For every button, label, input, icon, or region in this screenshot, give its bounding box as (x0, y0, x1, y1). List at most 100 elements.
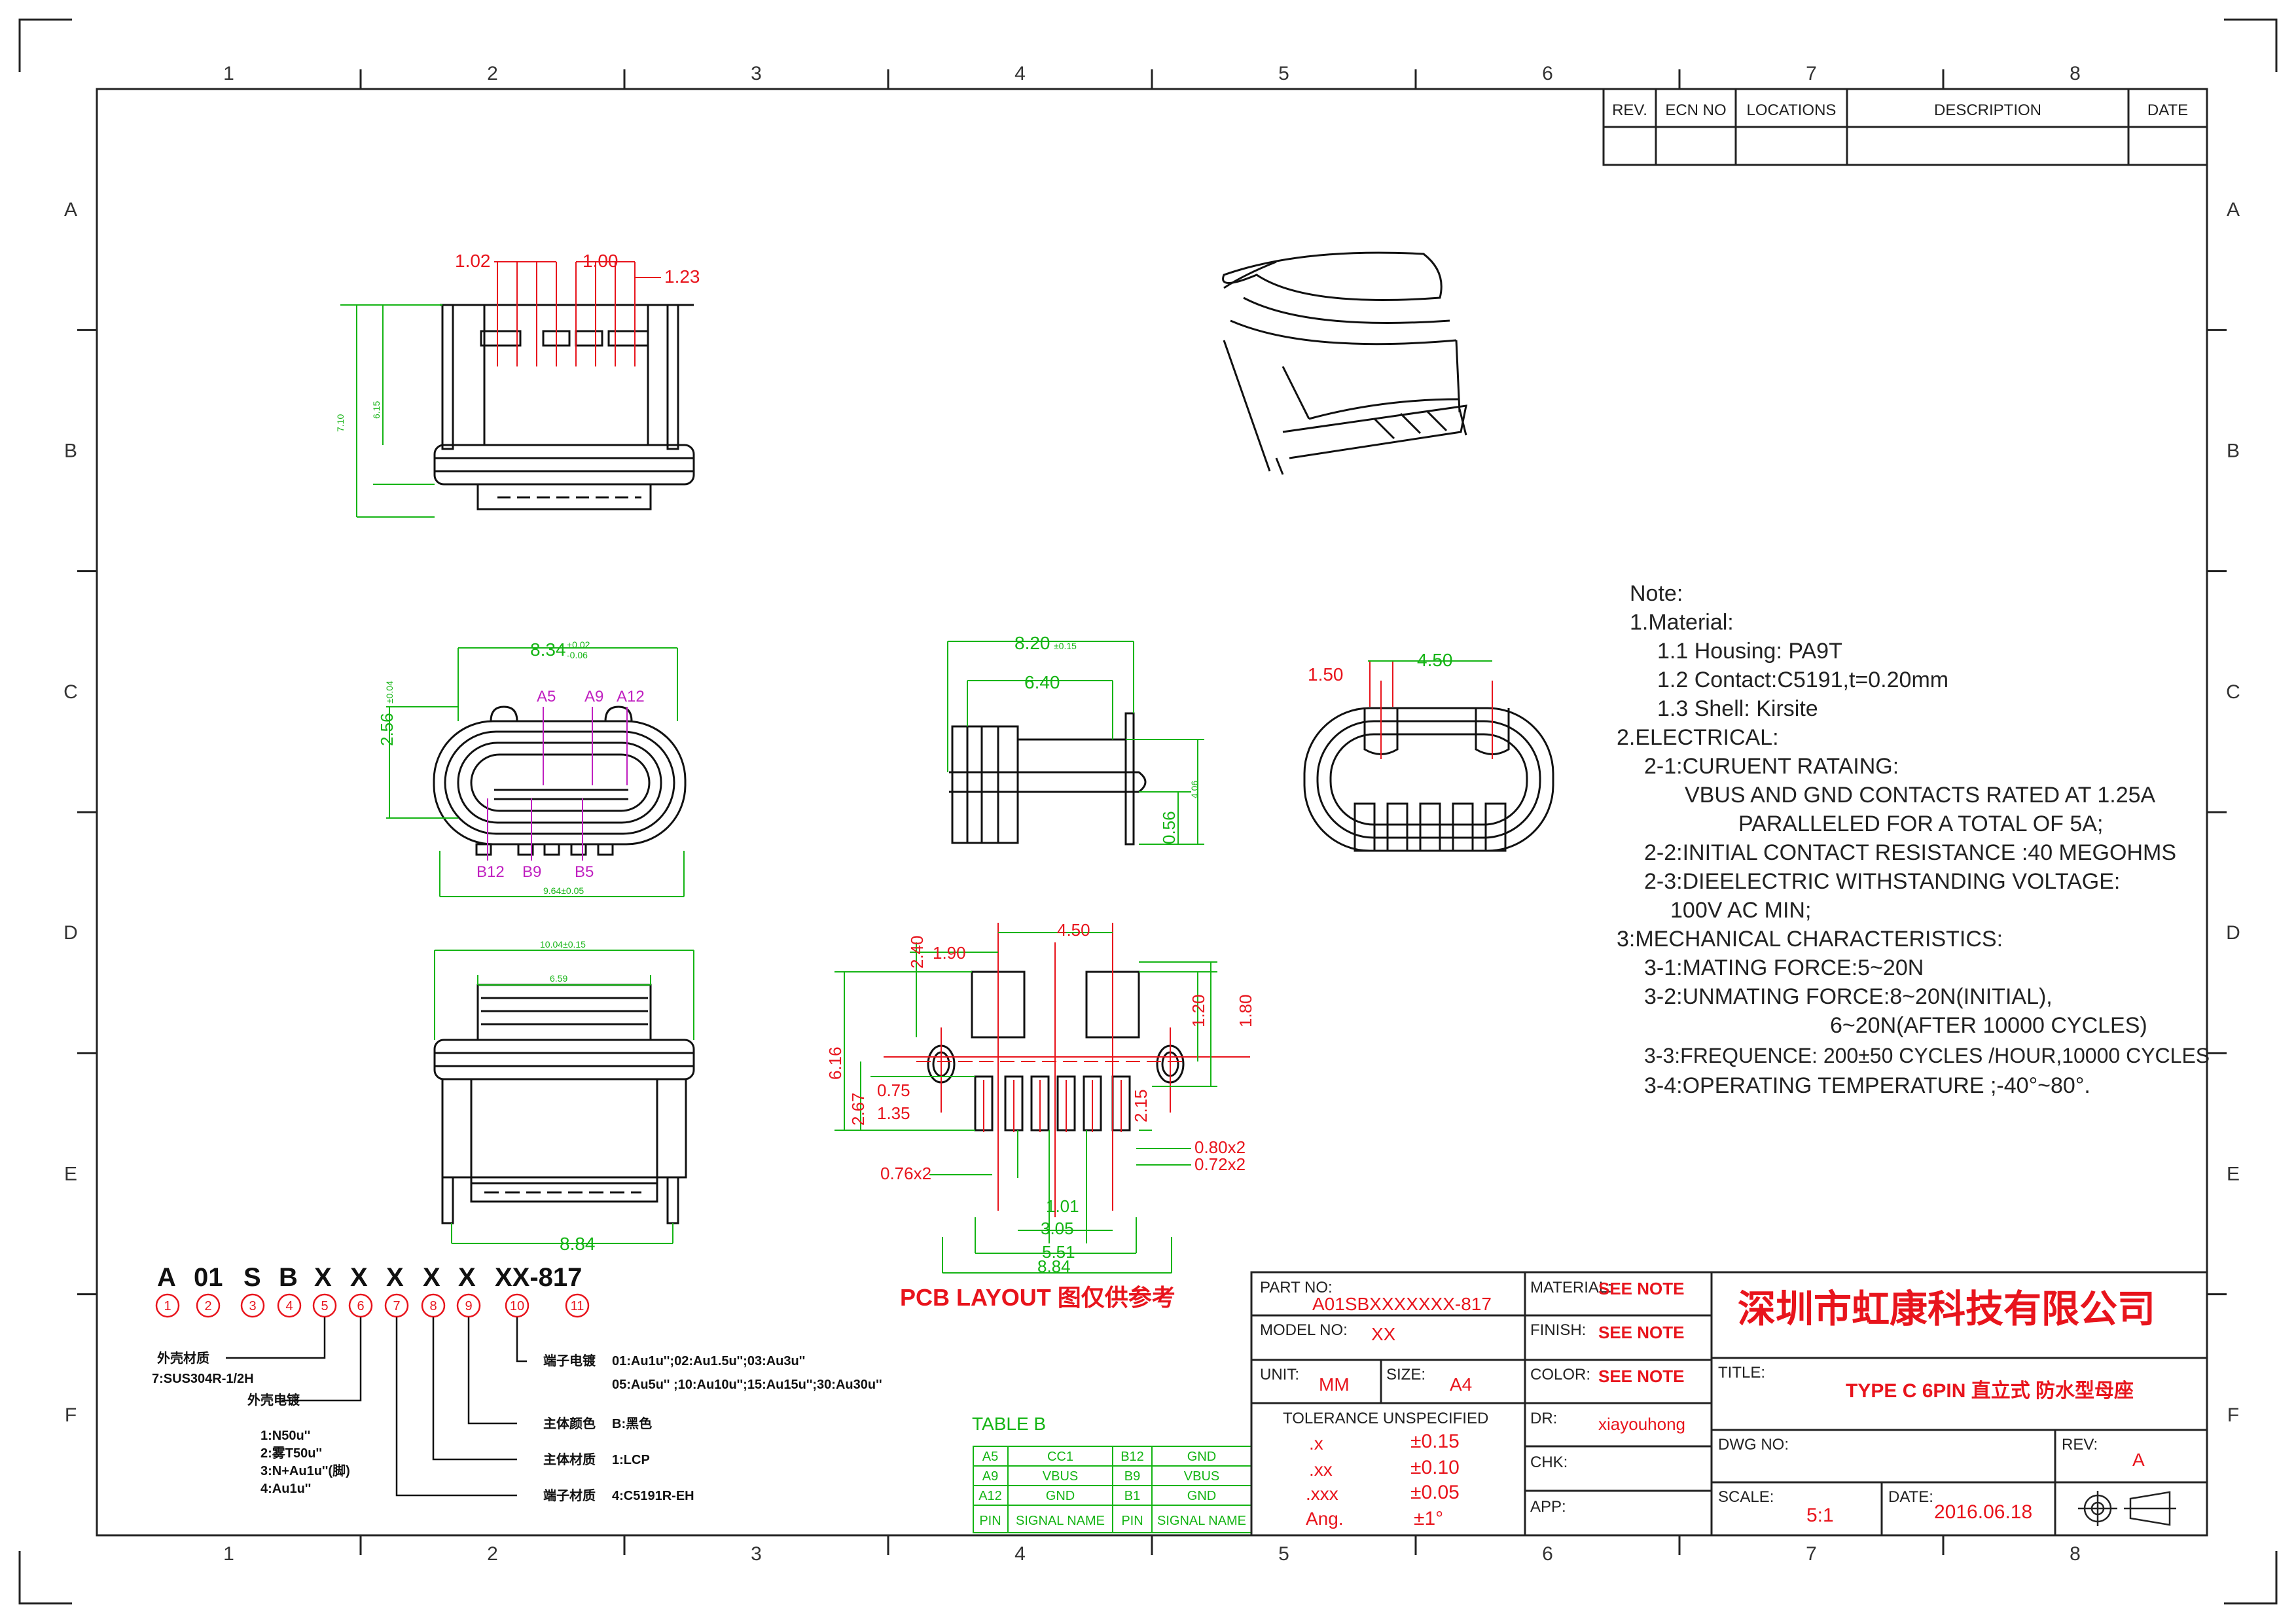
grid-ticks (77, 69, 2227, 1555)
code-char-5: X (314, 1263, 332, 1292)
size-value: A4 (1450, 1374, 1472, 1395)
dim-front-bottom: 9.64±0.05 (543, 885, 584, 896)
pin-label-b12: B12 (476, 863, 505, 881)
table-b-cell: A12 (978, 1489, 1002, 1503)
dim-bottom-width: 10.04±0.15 (540, 939, 586, 950)
note-line: 1.Material: (1630, 610, 1734, 635)
notes: Note: 1.Material: 1.1 Housing: PA9T 1.2 … (1617, 581, 2210, 1098)
dim-side-4: 4.06 (1189, 781, 1200, 798)
code-char-1: A (157, 1263, 176, 1292)
dim-front-tol-plus: +0.02 (567, 639, 590, 650)
legend-terminal-plating-2: 05:Au5u'' ;10:Au10u'';15:Au15u'';30:Au30… (612, 1378, 882, 1392)
code-circle-6: 6 (357, 1299, 364, 1313)
legend-terminal-plating-label: 端子电镀 (543, 1353, 596, 1368)
grid-col-label-bottom: 3 (751, 1543, 762, 1565)
legend-shell-plating-label: 外壳电镀 (247, 1392, 300, 1408)
grid-row-label-right: F (2227, 1404, 2239, 1426)
tolerance-key-3: .xxx (1306, 1484, 1338, 1504)
code-circle-2: 2 (204, 1299, 211, 1313)
code-circle-11: 11 (571, 1299, 584, 1313)
tolerance-val-3: ±0.05 (1410, 1482, 1460, 1503)
legend-body-color-label: 主体颜色 (543, 1416, 596, 1431)
tolerance-label: TOLERANCE UNSPECIFIED (1283, 1410, 1488, 1427)
table-b-title: TABLE B (972, 1414, 1046, 1434)
code-char-2: 01 (194, 1263, 223, 1292)
dim-front-width: 8.34 (530, 639, 566, 660)
note-line: 3-1:MATING FORCE:5~20N (1644, 955, 1924, 980)
table-b-cell: GND (1046, 1489, 1075, 1503)
rear-view: 1.50 4.50 (1303, 650, 1554, 852)
dim-top-body: 6.15 (371, 401, 382, 419)
dim-top-3: 1.23 (664, 266, 700, 287)
note-line: VBUS AND GND CONTACTS RATED AT 1.25A (1685, 783, 2156, 808)
dim-pcb-1-35: 1.35 (877, 1103, 910, 1123)
note-line: 1.1 Housing: PA9T (1657, 639, 1842, 664)
note-line: 100V AC MIN; (1670, 898, 1811, 923)
scale-label: SCALE: (1718, 1488, 1774, 1506)
grid-col-label-bottom: 4 (1014, 1543, 1026, 1565)
rev-header-rev: REV. (1612, 101, 1647, 119)
dim-pcb-1-80: 1.80 (1236, 994, 1255, 1027)
dr-label: DR: (1530, 1410, 1557, 1427)
bottom-view: 10.04±0.15 6.59 8.84 (433, 939, 695, 1254)
grid-col-label-bottom: 2 (487, 1543, 498, 1565)
date-label: DATE: (1888, 1488, 1933, 1506)
rev-value: A (2132, 1450, 2145, 1470)
finish-label: FINISH: (1530, 1321, 1586, 1339)
scale-value: 5:1 (1806, 1505, 1834, 1526)
title-label: TITLE: (1718, 1364, 1765, 1382)
color-label: COLOR: (1530, 1366, 1590, 1383)
dwg-no-label: DWG NO: (1718, 1436, 1789, 1454)
grid-col-label-top: 3 (751, 63, 762, 84)
dim-pcb-3-05: 3.05 (1041, 1219, 1074, 1238)
legend-shell-plating-1: 1:N50u'' (260, 1429, 310, 1443)
dim-side-2: 6.40 (1024, 672, 1060, 692)
note-line: 2-1:CURUENT RATAING: (1644, 754, 1899, 779)
pin-label-a9: A9 (584, 688, 603, 705)
note-line: 3-3:FREQUENCE: 200±50 CYCLES /HOUR,10000… (1644, 1044, 2210, 1067)
rev-header-description: DESCRIPTION (1934, 101, 2041, 119)
projection-symbol (2078, 1491, 2176, 1526)
note-line: 3-2:UNMATING FORCE:8~20N(INITIAL), (1644, 984, 2053, 1009)
grid-col-label-bottom: 1 (223, 1543, 234, 1565)
dim-rear-2: 4.50 (1417, 650, 1453, 670)
part-no-label: PART NO: (1260, 1279, 1333, 1296)
dim-top-1: 1.02 (455, 251, 491, 271)
legend-shell-material-label: 外壳材质 (157, 1350, 209, 1366)
legend-body-color-value: B:黑色 (612, 1416, 652, 1431)
rev-label: REV: (2062, 1436, 2098, 1454)
grid-col-label-top: 1 (223, 63, 234, 84)
note-line: PARALLELED FOR A TOTAL OF 5A; (1738, 812, 2103, 836)
grid-row-label-right: B (2227, 440, 2240, 462)
table-b-footer: PIN (1121, 1514, 1143, 1528)
legend-terminal-plating-1: 01:Au1u'';02:Au1.5u'';03:Au3u'' (612, 1354, 805, 1368)
dr-value: xiayouhong (1598, 1414, 1685, 1434)
dim-pcb-2-67: 2.67 (848, 1092, 868, 1126)
table-b-cell: CC1 (1047, 1450, 1073, 1464)
company-name: 深圳市虹康科技有限公司 (1738, 1288, 2155, 1330)
legend-body-material-value: 1:LCP (612, 1453, 650, 1467)
top-view: 1.02 1.00 1.23 7.10 6.15 (335, 251, 700, 518)
dim-side-3: 0.56 (1159, 811, 1179, 844)
legend-terminal-material-label: 端子材质 (543, 1488, 596, 1503)
legend-terminal-material-value: 4:C5191R-EH (612, 1489, 694, 1503)
table-b-cell: B12 (1121, 1450, 1144, 1464)
table-b-cell: A9 (982, 1469, 998, 1484)
table-b-cell: B9 (1124, 1469, 1140, 1484)
rev-header-locations: LOCATIONS (1747, 101, 1837, 119)
code-char-7: X (386, 1263, 404, 1292)
dim-front-height-tol: ±0.04 (384, 681, 395, 704)
code-char-9: X (458, 1263, 476, 1292)
grid-col-label-top: 5 (1278, 63, 1289, 84)
finish-value: SEE NOTE (1598, 1323, 1684, 1342)
size-label: SIZE: (1386, 1366, 1426, 1383)
dim-pcb-5-51: 5.51 (1042, 1242, 1075, 1262)
table-b-cell: VBUS (1184, 1469, 1219, 1484)
code-circle-5: 5 (321, 1299, 328, 1313)
dim-top-height: 7.10 (335, 414, 346, 432)
note-line: 2.ELECTRICAL: (1617, 725, 1779, 750)
tolerance-val-1: ±0.15 (1410, 1431, 1460, 1452)
dim-rear-1: 1.50 (1308, 664, 1344, 685)
rev-header-date: DATE (2147, 101, 2188, 119)
grid-col-label-top: 6 (1542, 63, 1553, 84)
